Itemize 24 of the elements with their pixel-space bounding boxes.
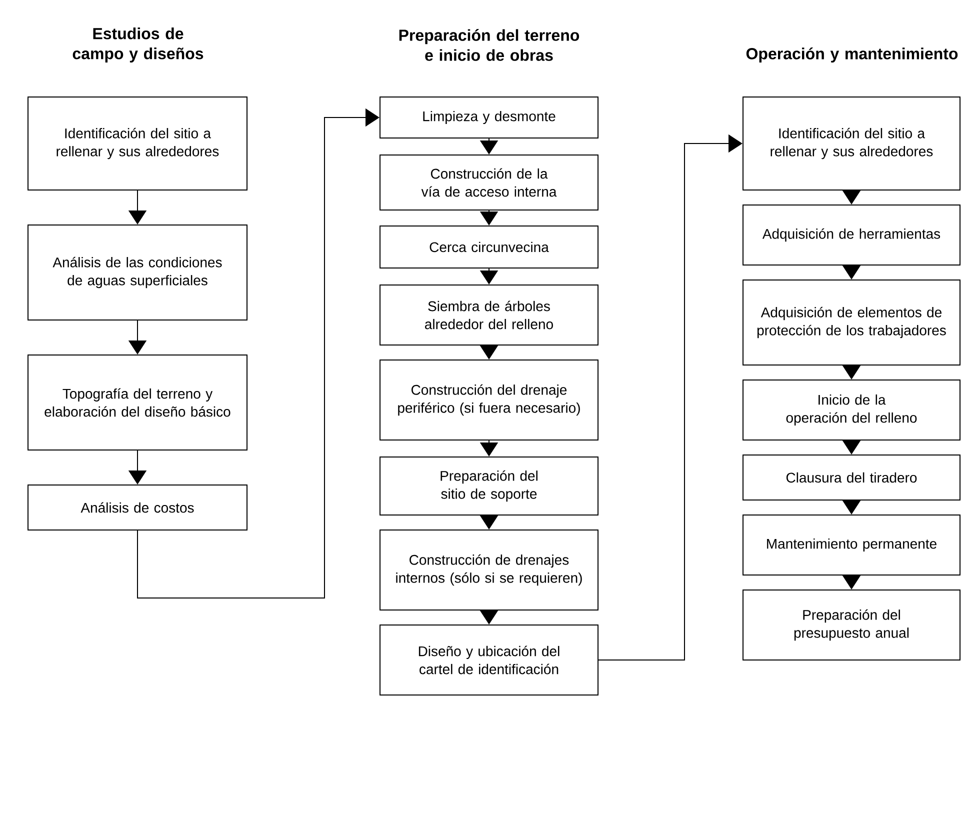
process-box: Identificación del sitio a rellenar y sus alrededores — [742, 96, 960, 190]
process-box: Diseño y ubicación del cartel de identificación — [380, 624, 598, 696]
process-box: Cerca circunvecina — [380, 226, 598, 268]
process-box: Mantenimiento permanente — [742, 514, 960, 576]
process-box: Construcción de la vía de acceso interna — [380, 154, 598, 210]
process-box: Análisis de las condiciones de aguas superficiales — [28, 224, 248, 320]
process-box: Topografía del terreno y elaboración del diseño básico — [28, 354, 248, 450]
arrow — [598, 134, 742, 660]
column-heading: Preparación del terreno e inicio de obras — [399, 29, 580, 61]
process-box: Limpieza y desmonte — [380, 96, 598, 138]
arrow — [137, 108, 380, 598]
process-box: Siembra de árboles alrededor del relleno — [380, 284, 598, 346]
column-heading: Operación y mantenimiento — [746, 47, 958, 63]
process-box: Identificación del sitio a rellenar y sus alrededores — [28, 96, 248, 190]
process-box: Inicio de la operación del relleno — [742, 380, 960, 440]
process-box: Construcción de drenajes internos (sólo si se requieren) — [380, 530, 598, 610]
process-box: Preparación del presupuesto anual — [742, 590, 960, 660]
column-heading: Estudios de campo y diseños — [72, 28, 204, 62]
process-box: Análisis de costos — [28, 484, 248, 530]
process-box: Adquisición de elementos de protección de los trabajadores — [742, 280, 960, 366]
process-box: Preparación del sitio de soporte — [380, 456, 598, 516]
process-box: Clausura del tiradero — [742, 454, 960, 500]
process-box: Adquisición de herramientas — [742, 204, 960, 266]
process-box: Construcción del drenaje periférico (si fuera necesario) — [380, 360, 598, 440]
